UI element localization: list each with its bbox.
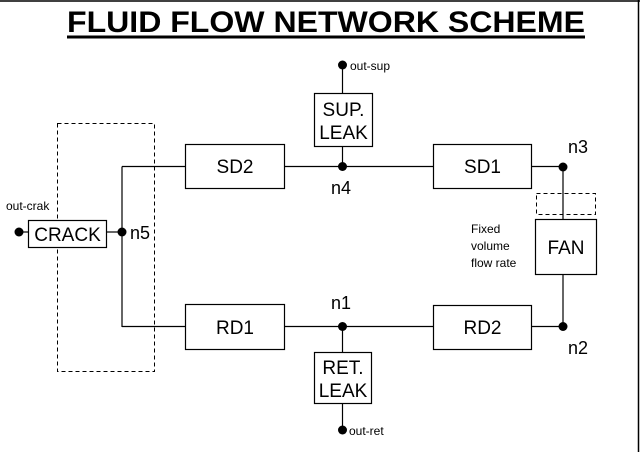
fan-note: Fixed volume flow rate	[471, 222, 517, 270]
node-label-n4: n4	[331, 178, 351, 198]
fan-note-line2: volume	[471, 239, 510, 253]
wires	[19, 65, 564, 430]
node-label-n2: n2	[568, 338, 588, 358]
component-fan[interactable]: FAN	[534, 218, 598, 276]
port-label-out-crak: out-crak	[6, 199, 50, 213]
port-dot-out-ret[interactable]	[338, 425, 347, 435]
node-label-n3: n3	[568, 137, 588, 157]
port-dot-out-sup[interactable]	[338, 60, 347, 70]
node-dot-n3[interactable]	[558, 162, 568, 172]
fan-note-line3: flow rate	[471, 256, 517, 270]
node-label-n5: n5	[130, 223, 150, 243]
crack-label: CRACK	[34, 225, 101, 246]
sup-leak-label-line2: LEAK	[319, 123, 368, 144]
sd2-label: SD2	[217, 157, 254, 178]
rd2-label: RD2	[463, 318, 501, 339]
fan-box[interactable]	[534, 218, 598, 276]
node-dots	[14, 60, 568, 435]
node-dot-n1[interactable]	[338, 322, 347, 331]
node-dot-n4[interactable]	[338, 162, 347, 171]
fan-note-line1: Fixed	[471, 222, 500, 236]
component-rd2[interactable]: RD2	[432, 304, 533, 351]
port-label-out-ret: out-ret	[349, 424, 384, 438]
node-label-n1: n1	[331, 293, 351, 313]
sd1-label: SD1	[464, 157, 501, 178]
ret-leak-label-line2: LEAK	[319, 381, 368, 402]
component-sd2[interactable]: SD2	[184, 143, 286, 190]
component-rd1[interactable]: RD1	[184, 303, 286, 351]
crack-group-dashed-frame	[57, 123, 155, 372]
sup-leak-box[interactable]	[313, 92, 374, 148]
ret-leak-box[interactable]	[313, 351, 373, 405]
crack-box[interactable]	[27, 219, 108, 249]
component-crack[interactable]: CRACK	[27, 219, 108, 249]
node-dot-n2[interactable]	[558, 322, 568, 331]
component-sd1[interactable]: SD1	[432, 143, 533, 190]
ret-leak-label-line1: RET.	[322, 358, 363, 379]
rd1-box[interactable]	[184, 303, 286, 351]
diagram-title: FLUID FLOW NETWORK SCHEME	[67, 6, 585, 39]
fan-dashed-placeholder	[536, 193, 596, 215]
sd2-box[interactable]	[184, 143, 286, 190]
component-sup-leak[interactable]: SUP. LEAK	[313, 92, 374, 148]
sd1-box[interactable]	[432, 143, 533, 190]
component-ret-leak[interactable]: RET. LEAK	[313, 351, 373, 405]
port-label-out-sup: out-sup	[350, 59, 390, 73]
rd2-box[interactable]	[432, 304, 533, 351]
fan-label: FAN	[548, 238, 585, 259]
node-dot-n5[interactable]	[117, 227, 127, 237]
port-dot-out-crak[interactable]	[14, 227, 24, 237]
rd1-label: RD1	[216, 318, 254, 339]
sup-leak-label-line1: SUP.	[323, 100, 365, 121]
